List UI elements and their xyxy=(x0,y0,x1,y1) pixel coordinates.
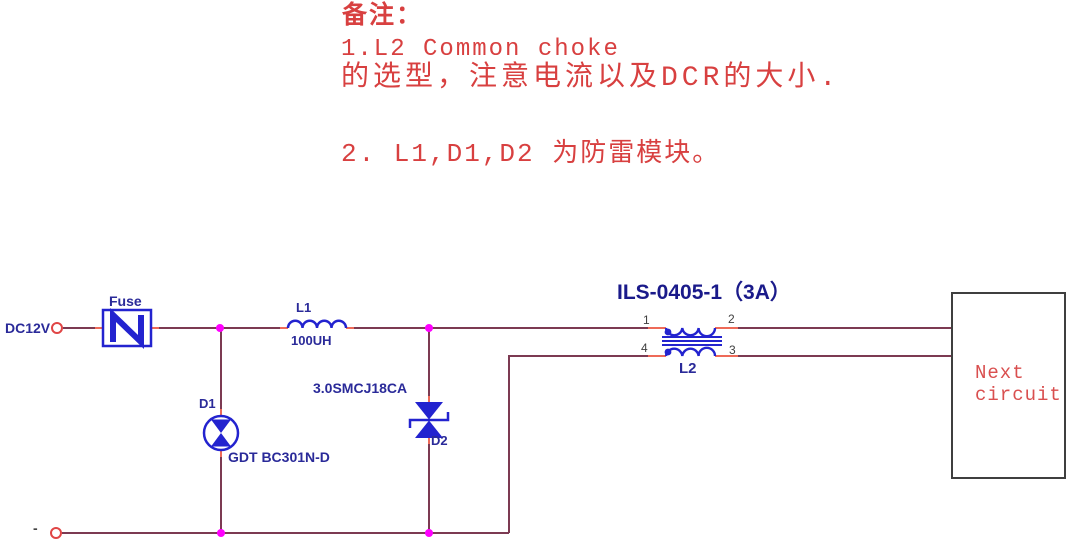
tvs-triangle-top xyxy=(415,402,443,420)
pin-stubs xyxy=(95,327,738,457)
junction-dot xyxy=(217,529,225,537)
junction-dot xyxy=(425,324,433,332)
l1-coil xyxy=(286,319,348,329)
d2-tvs-symbol xyxy=(408,402,450,438)
d1-part-label: GDT BC301N-D xyxy=(228,449,330,465)
junction-dots xyxy=(216,324,433,537)
dc12v-label: DC12V xyxy=(5,320,51,336)
tvs-triangle-bottom xyxy=(415,420,443,438)
fuse-symbol xyxy=(101,307,153,350)
l2-part-title: ILS-0405-1（3A） xyxy=(617,281,791,304)
next-circuit-text-line2: circuit xyxy=(975,384,1062,406)
fuse-n-glyph xyxy=(110,307,144,350)
dc12v-terminal xyxy=(51,322,63,334)
notes-heading: 备注： xyxy=(342,2,424,31)
l2-top-winding xyxy=(664,327,717,338)
l2-core-lines xyxy=(662,336,722,346)
l2-polarity-dot-top xyxy=(664,328,672,336)
d1-ref-label: D1 xyxy=(199,396,216,411)
next-circuit-box: Next circuit xyxy=(951,292,1066,479)
tvs-z-bar xyxy=(408,412,450,428)
l2-bottom-winding xyxy=(664,346,717,357)
note-line-2: 的选型，注意电流以及DCR的大小. xyxy=(341,63,841,94)
junction-dot xyxy=(216,324,224,332)
gdt-triangle-top xyxy=(211,419,231,433)
next-circuit-text-line1: Next xyxy=(975,362,1025,384)
terminals xyxy=(50,322,63,539)
wires xyxy=(62,327,951,534)
note-line-1: 1.L2 Common choke xyxy=(341,36,620,63)
fuse-ref-label: Fuse xyxy=(109,293,142,309)
d1-gdt-symbol xyxy=(202,414,240,452)
l2-pin2-number: 2 xyxy=(728,312,735,326)
l2-ref-label: L2 xyxy=(679,360,697,377)
negative-terminal-label: - xyxy=(33,520,38,536)
d2-part-label: 3.0SMCJ18CA xyxy=(313,380,408,396)
l2-polarity-dot-bottom xyxy=(664,348,672,356)
l2-pin4-number: 4 xyxy=(641,341,648,355)
note-line-3: 2. L1,D1,D2 为防雷模块。 xyxy=(341,139,721,169)
l2-pin1-number: 1 xyxy=(643,313,650,327)
wire-return-riser xyxy=(508,355,648,533)
l1-value-label: 100UH xyxy=(291,333,332,348)
l2-pin3-number: 3 xyxy=(729,343,736,357)
l2-choke-symbol xyxy=(662,327,722,357)
negative-terminal xyxy=(50,527,62,539)
d2-ref-label: D2 xyxy=(431,433,448,448)
junction-dot xyxy=(425,529,433,537)
gdt-triangle-bottom xyxy=(211,433,231,447)
l1-ref-label: L1 xyxy=(296,300,312,315)
